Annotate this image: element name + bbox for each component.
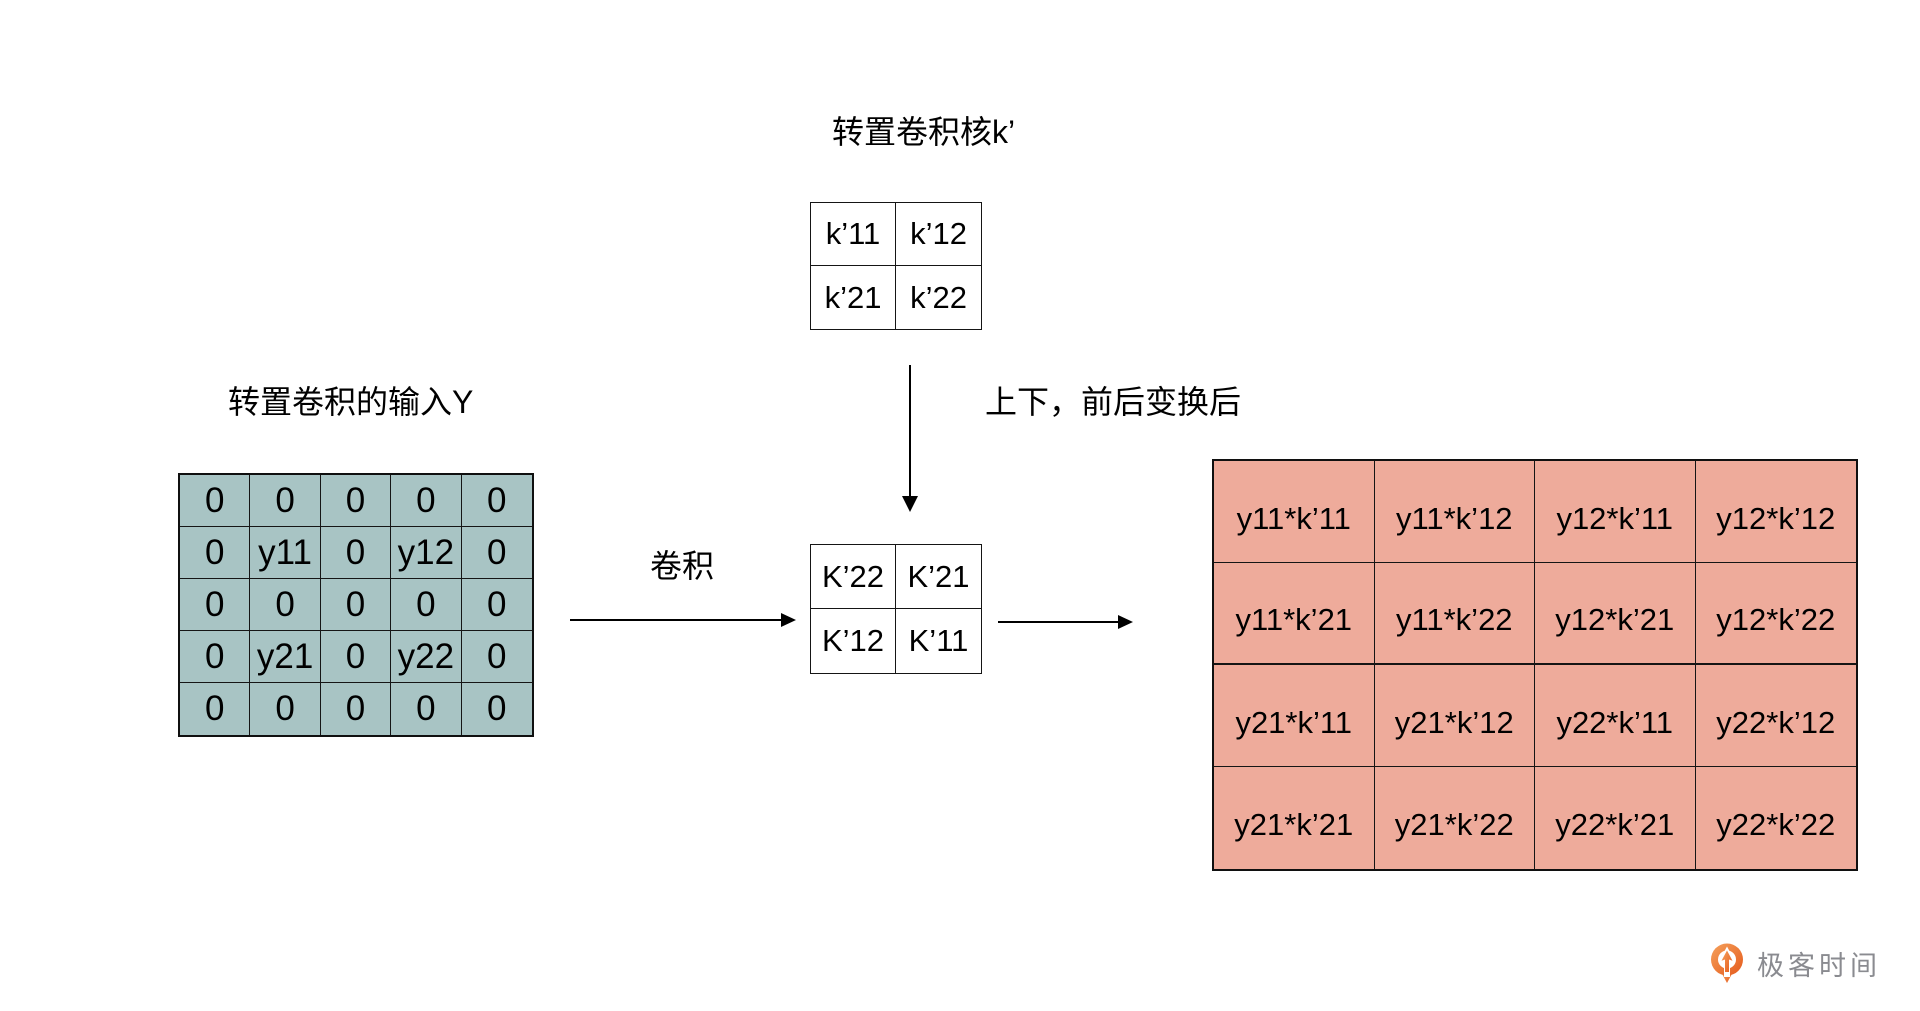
- output-cell: y12*k’22: [1695, 563, 1856, 665]
- kernel-cell: k’21: [811, 266, 896, 329]
- input-cell: 0: [250, 475, 321, 527]
- input-cell: 0: [180, 683, 251, 735]
- flipped-kernel-cell: K’21: [896, 545, 981, 609]
- output-cell: y12*k’21: [1535, 563, 1696, 665]
- flipped-kernel-table: K’22 K’21 K’12 K’11: [810, 544, 982, 674]
- input-cell: 0: [250, 579, 321, 631]
- input-cell: 0: [180, 527, 251, 579]
- flipped-kernel-cell: K’12: [811, 609, 896, 673]
- output-cell: y11*k’21: [1214, 563, 1375, 665]
- output-cell: y21*k’12: [1374, 665, 1535, 767]
- kernel-cell: k’12: [896, 203, 981, 266]
- output-cell: y21*k’21: [1214, 767, 1375, 869]
- transform-label: 上下，前后变换后: [985, 384, 1242, 420]
- output-cell: y11*k’11: [1214, 461, 1375, 563]
- output-cell: y22*k’22: [1695, 767, 1856, 869]
- convolution-label: 卷积: [650, 548, 715, 584]
- input-cell: 0: [320, 475, 392, 527]
- arrow-output-head: [1118, 615, 1133, 629]
- input-cell: 0: [250, 683, 321, 735]
- output-cell: y21*k’11: [1214, 665, 1375, 767]
- input-cell: 0: [180, 631, 251, 683]
- input-cell: 0: [180, 579, 251, 631]
- kernel-title: 转置卷积核k’: [832, 114, 1016, 150]
- input-title: 转置卷积的输入Y: [228, 384, 474, 420]
- kernel-cell: k’22: [910, 279, 967, 315]
- input-cell: 0: [461, 475, 532, 527]
- input-cell: y21: [250, 631, 321, 683]
- output-cell: y21*k’22: [1374, 767, 1535, 869]
- input-cell: 0: [320, 683, 392, 735]
- arrow-convolution-line: [570, 618, 782, 622]
- input-cell: y11: [250, 527, 321, 579]
- input-cell: 0: [320, 579, 392, 631]
- geektime-pin-icon: [1708, 942, 1746, 984]
- output-cell: y12*k’11: [1535, 461, 1696, 563]
- geektime-logo: 极客时间: [1708, 942, 1881, 984]
- kernel-table: k’11 k’12 k’21 k’22: [810, 202, 982, 330]
- input-cell: 0: [461, 683, 532, 735]
- input-cell: 0: [461, 527, 532, 579]
- input-cell: 0: [391, 475, 462, 527]
- input-cell: 0: [461, 631, 532, 683]
- input-cell: 0: [320, 631, 392, 683]
- arrow-down-line: [908, 365, 912, 499]
- arrow-down-head: [902, 496, 918, 512]
- input-cell: 0: [180, 475, 251, 527]
- input-cell: y22: [391, 631, 462, 683]
- input-cell: 0: [391, 683, 462, 735]
- arrow-convolution-head: [781, 613, 796, 627]
- output-cell: y22*k’21: [1535, 767, 1696, 869]
- output-cell: y22*k’12: [1695, 665, 1856, 767]
- kernel-cell: k’11: [811, 203, 896, 266]
- output-cell: y11*k’22: [1374, 563, 1535, 665]
- output-cell: y11*k’12: [1374, 461, 1535, 563]
- flipped-kernel-cell: K’22: [811, 545, 896, 609]
- input-table: 0 0 0 0 0 0 y11 0 y12 0 0 0 0 0 0 0 y21 …: [178, 473, 534, 737]
- output-cell: y22*k’11: [1535, 665, 1696, 767]
- input-cell: 0: [320, 527, 392, 579]
- geektime-logo-text: 极客时间: [1757, 950, 1881, 981]
- input-cell: y12: [391, 527, 462, 579]
- flipped-kernel-cell: K’11: [908, 623, 969, 658]
- input-cell: 0: [461, 579, 532, 631]
- output-table: y11*k’11 y11*k’12 y12*k’11 y12*k’12 y11*…: [1212, 459, 1858, 871]
- input-cell: 0: [391, 579, 462, 631]
- output-cell: y12*k’12: [1695, 461, 1856, 563]
- arrow-output-line: [998, 620, 1119, 624]
